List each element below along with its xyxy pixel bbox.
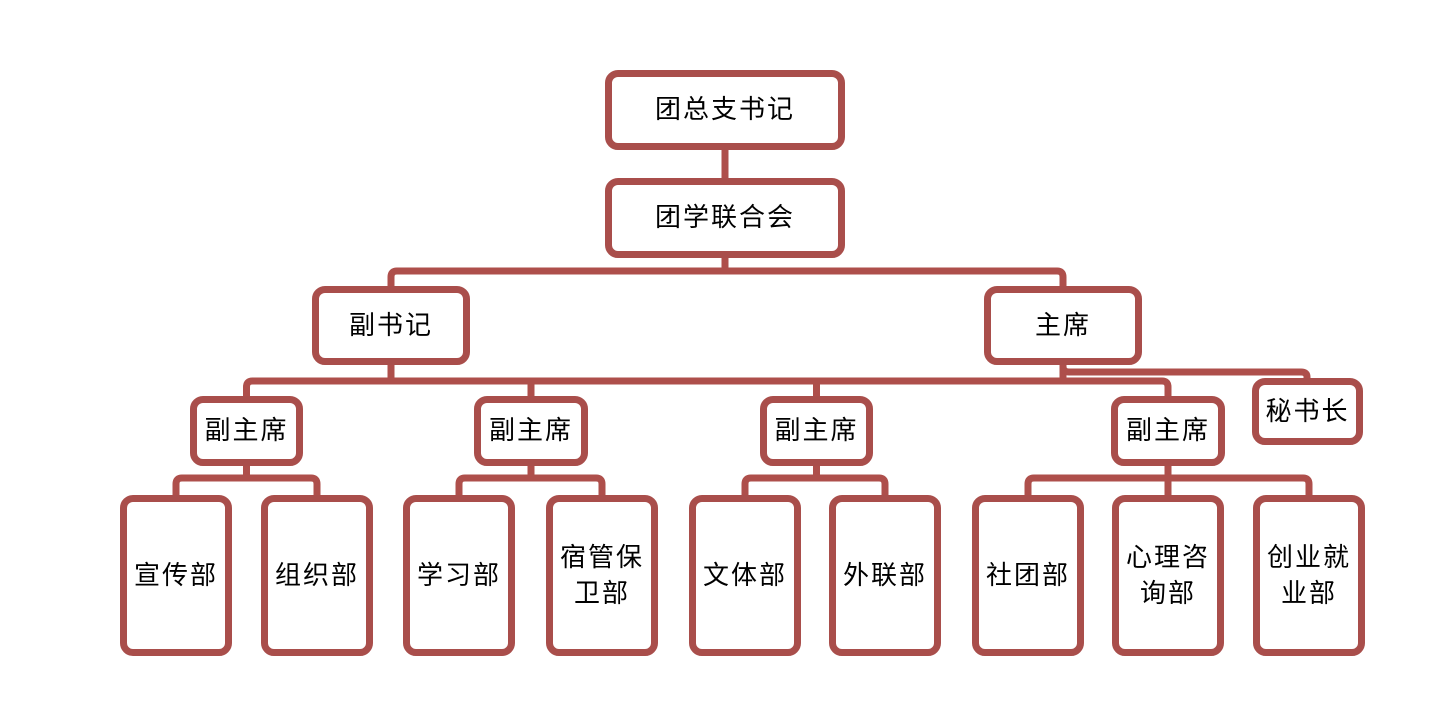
- node-external-relations-dept: 外联部: [829, 495, 941, 656]
- node-vice-chairman-4: 副主席: [1111, 396, 1225, 466]
- node-clubs-dept: 社团部: [972, 495, 1084, 656]
- node-entrepreneurship-employment-dept: 创业就业部: [1253, 495, 1365, 656]
- node-organization-dept: 组织部: [261, 495, 373, 656]
- node-study-dept: 学习部: [403, 495, 515, 656]
- connector-vc3-children-rail: [741, 474, 889, 498]
- connector-secretary-general: [1059, 363, 1311, 382]
- node-vice-chairman-1: 副主席: [190, 396, 303, 466]
- node-psych-counseling-dept: 心理咨询部: [1112, 495, 1224, 656]
- connector-vc1-children-rail: [172, 474, 321, 498]
- node-propaganda-dept: 宣传部: [120, 495, 232, 656]
- connector-union-children-rail: [387, 267, 1067, 289]
- connector-vice-chairman-rail: [243, 377, 1172, 399]
- node-deputy-secretary: 副书记: [312, 286, 470, 365]
- node-chairman: 主席: [984, 286, 1142, 365]
- node-vice-chairman-2: 副主席: [474, 396, 588, 466]
- connector-vc4-children-rail: [1024, 474, 1313, 498]
- node-dorm-security-dept: 宿管保卫部: [546, 495, 658, 656]
- connector-vc2-children-rail: [455, 474, 606, 498]
- node-culture-sports-dept: 文体部: [689, 495, 801, 656]
- node-league-general-branch-secretary: 团总支书记: [605, 70, 845, 150]
- node-vice-chairman-3: 副主席: [760, 396, 873, 466]
- node-secretary-general: 秘书长: [1252, 378, 1363, 445]
- node-league-student-union: 团学联合会: [605, 178, 845, 258]
